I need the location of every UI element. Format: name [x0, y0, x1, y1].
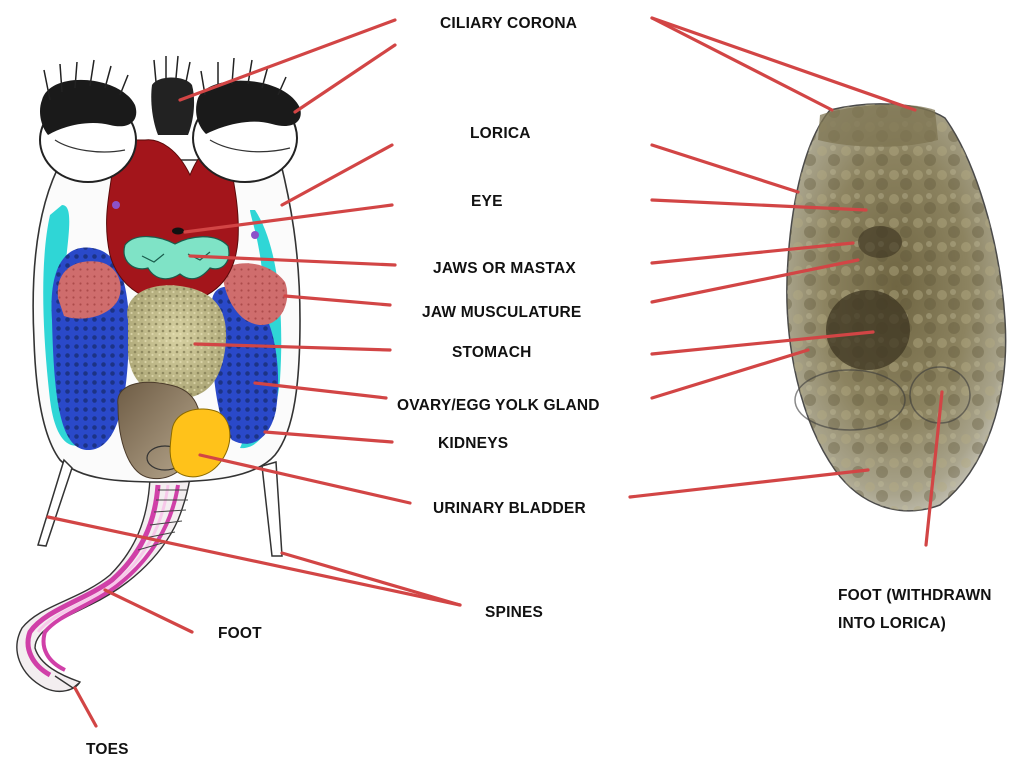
leader-ciliary-corona-4 [652, 18, 915, 110]
label-foot: FOOT [218, 625, 262, 642]
label-foot-withdrawn-line2: INTO LORICA) [838, 615, 946, 632]
eye-spot [172, 228, 184, 235]
leader-lorica-2 [652, 145, 798, 192]
label-spines: SPINES [485, 604, 543, 621]
leader-ciliary-corona-2 [295, 45, 395, 112]
label-kidneys: KIDNEYS [438, 435, 508, 452]
leader-ciliary-corona-1 [180, 20, 395, 100]
label-jaw-musculature: JAW MUSCULATURE [422, 304, 581, 321]
spine-right [262, 462, 282, 556]
rotifer-photo [787, 104, 1006, 511]
leader-ovary-2 [652, 350, 808, 398]
leader-urinary-bladder-1 [200, 455, 410, 503]
label-eye: EYE [471, 193, 503, 210]
label-foot-withdrawn-line1: FOOT (WITHDRAWN [838, 587, 992, 604]
leader-jaw-musculature-1 [285, 296, 390, 305]
leader-urinary-bladder-2 [630, 470, 868, 497]
label-stomach: STOMACH [452, 344, 531, 361]
schematic-rotifer [17, 56, 301, 691]
spine-left [38, 460, 72, 546]
foot-illustration [17, 478, 190, 691]
label-ciliary-corona: CILIARY CORONA [440, 15, 577, 32]
leader-ciliary-corona-3 [652, 18, 832, 110]
label-ovary-egg-yolk-gland: OVARY/EGG YOLK GLAND [397, 397, 600, 414]
label-jaws-or-mastax: JAWS OR MASTAX [433, 260, 576, 277]
label-urinary-bladder: URINARY BLADDER [433, 500, 586, 517]
leader-spines-2 [282, 553, 460, 605]
leader-toes [75, 688, 96, 726]
label-lorica: LORICA [470, 125, 531, 142]
label-toes: TOES [86, 741, 129, 758]
leader-foot [105, 590, 192, 632]
leader-lorica-1 [282, 145, 392, 205]
